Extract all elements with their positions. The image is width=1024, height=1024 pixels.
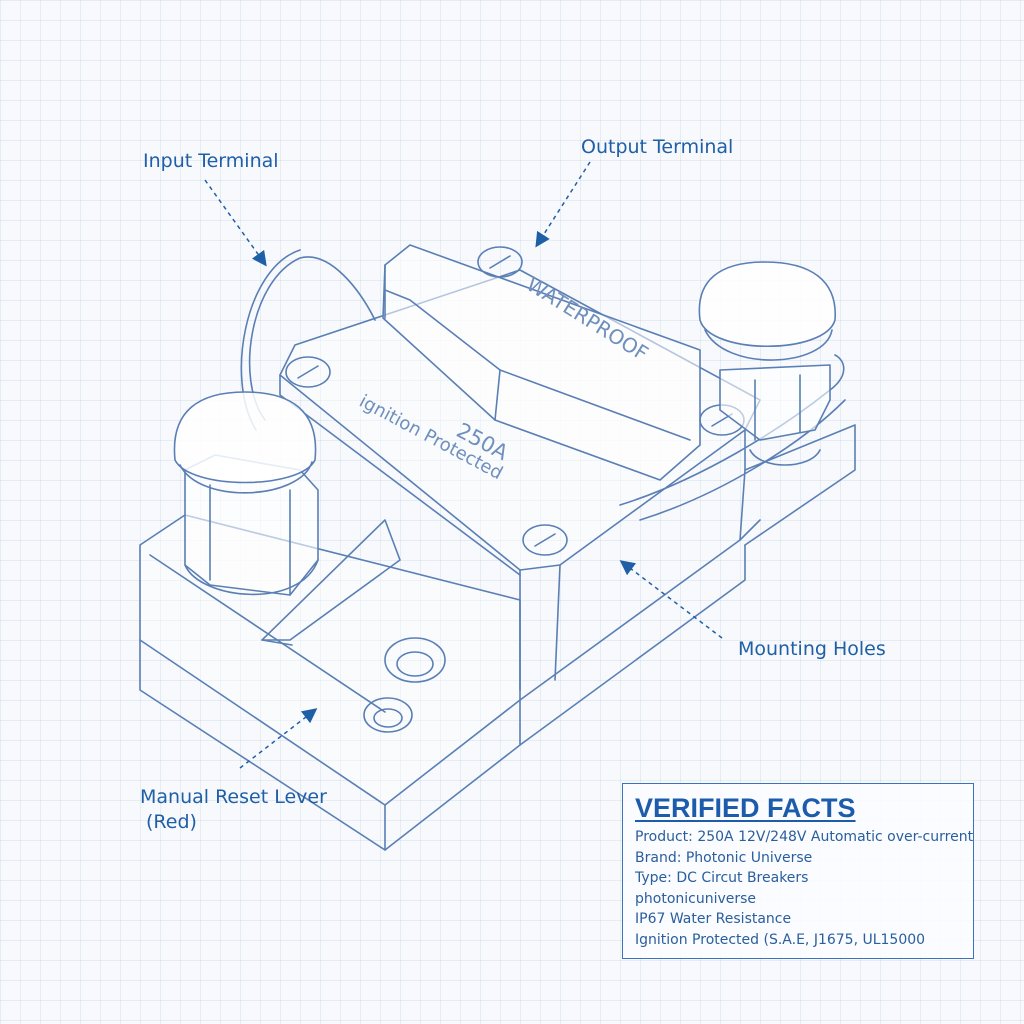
output-terminal-stud — [698, 261, 836, 466]
facts-line-type: Type: DC Circut Breakers — [635, 870, 809, 886]
facts-title: VERIFIED FACTS — [635, 793, 856, 823]
verified-facts-box: VERIFIED FACTS Product: 250A 12V/248V Au… — [622, 783, 974, 959]
facts-line-ip67: IP67 Water Resistance — [635, 911, 792, 927]
output-terminal-label: Output Terminal — [581, 136, 734, 158]
facts-line-brand: Brand: Photonic Universe — [635, 849, 813, 866]
mounting-holes — [363, 637, 446, 733]
mounting-holes-leader — [619, 560, 723, 639]
input-terminal-stud — [173, 391, 319, 596]
manual-reset-label: Manual Reset Lever — [140, 786, 327, 808]
facts-line-ignition: Ignition Protected (S.A.E, J1675, UL1500… — [635, 931, 926, 948]
facts-line-site: photonicuniverse — [635, 890, 757, 907]
facts-line-product: Product: 250A 12V/248V Automatic over-cu… — [635, 829, 974, 845]
input-terminal-leader — [204, 179, 267, 267]
output-terminal-leader — [535, 161, 591, 248]
mounting-holes-label: Mounting Holes — [738, 638, 886, 660]
input-terminal-label: Input Terminal — [143, 150, 279, 172]
manual-reset-sublabel: (Red) — [146, 811, 197, 833]
